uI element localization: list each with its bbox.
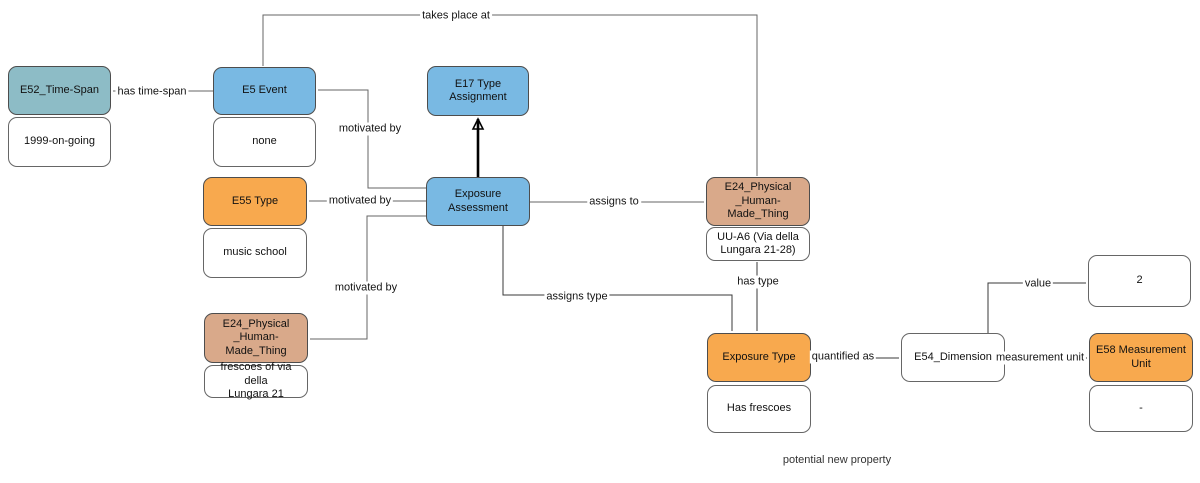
node-exposure-type-instance: Has frescoes bbox=[707, 385, 811, 433]
edge-label-measurement-unit: measurement unit bbox=[993, 351, 1087, 365]
edge-label-has-type: has type bbox=[735, 275, 781, 289]
node-label: E52_Time-Span bbox=[19, 83, 100, 96]
node-e55-type: E55 Type bbox=[203, 177, 307, 226]
edge-motivated-by-event bbox=[318, 89, 426, 189]
annotation-potential-new-property: potential new property bbox=[782, 454, 892, 466]
edge-label-value: value bbox=[1022, 277, 1054, 291]
edge-value bbox=[987, 282, 1086, 333]
edge-assigns-type bbox=[502, 226, 733, 331]
node-value: 2 bbox=[1136, 274, 1143, 287]
node-e24-building: E24_Physical _Human-Made_Thing bbox=[706, 177, 810, 226]
node-e5-event: E5 Event bbox=[213, 67, 316, 115]
node-exposure-assessment: Exposure Assessment bbox=[426, 177, 530, 226]
node-label: E17 Type Assignment bbox=[449, 77, 507, 103]
edge-label-quantified-as: quantified as bbox=[809, 350, 877, 364]
node-e17-type-assignment: E17 Type Assignment bbox=[427, 66, 529, 116]
node-e54-dimension: E54_Dimension bbox=[901, 333, 1005, 382]
node-value: UU-A6 (Via della Lungara 21-28) bbox=[717, 230, 799, 256]
node-value: none bbox=[252, 135, 277, 148]
node-e58-measurement-unit: E58 Measurement Unit bbox=[1089, 333, 1193, 382]
edge-label-has-time-span: has time-span bbox=[115, 85, 189, 99]
edge-label-assigns-type: assigns type bbox=[544, 290, 610, 304]
node-e5-instance: none bbox=[213, 117, 316, 167]
node-value: 1999-on-going bbox=[24, 135, 95, 148]
node-exposure-type: Exposure Type bbox=[707, 333, 811, 382]
node-e52-instance: 1999-on-going bbox=[8, 117, 111, 167]
node-value: music school bbox=[223, 246, 287, 259]
node-e24-building-instance: UU-A6 (Via della Lungara 21-28) bbox=[706, 227, 810, 261]
node-label: E24_Physical _Human-Made_Thing bbox=[724, 181, 792, 221]
node-label: E54_Dimension bbox=[914, 350, 992, 363]
node-e58-instance: - bbox=[1089, 385, 1193, 432]
node-label: Exposure Assessment bbox=[448, 188, 508, 214]
edge-label-motivated-by-type: motivated by bbox=[326, 194, 394, 208]
node-e24-frescoes-instance: frescoes of via della Lungara 21 bbox=[204, 361, 308, 400]
node-value: - bbox=[1139, 401, 1143, 414]
node-label: E58 Measurement Unit bbox=[1096, 344, 1186, 370]
edge-label-assigns-to: assigns to bbox=[587, 195, 641, 209]
node-label: Exposure Type bbox=[722, 350, 796, 363]
edge-label-takes-place-at: takes place at bbox=[420, 9, 492, 23]
node-e55-instance: music school bbox=[203, 228, 307, 278]
node-e24-frescoes: E24_Physical _Human-Made_Thing bbox=[204, 313, 308, 363]
edge-label-motivated-by-event: motivated by bbox=[336, 122, 404, 136]
node-label: E55 Type bbox=[231, 194, 279, 207]
node-dimension-value: 2 bbox=[1088, 255, 1191, 307]
node-e52-time-span: E52_Time-Span bbox=[8, 66, 111, 115]
node-value: frescoes of via della Lungara 21 bbox=[220, 361, 292, 401]
node-label: E24_Physical _Human-Made_Thing bbox=[222, 317, 290, 357]
edge-takes-place-at bbox=[262, 14, 758, 176]
edge-motivated-by-thing bbox=[310, 215, 426, 340]
edge-label-motivated-by-thing: motivated by bbox=[332, 281, 400, 295]
node-label: E5 Event bbox=[242, 84, 287, 97]
node-value: Has frescoes bbox=[726, 402, 792, 415]
